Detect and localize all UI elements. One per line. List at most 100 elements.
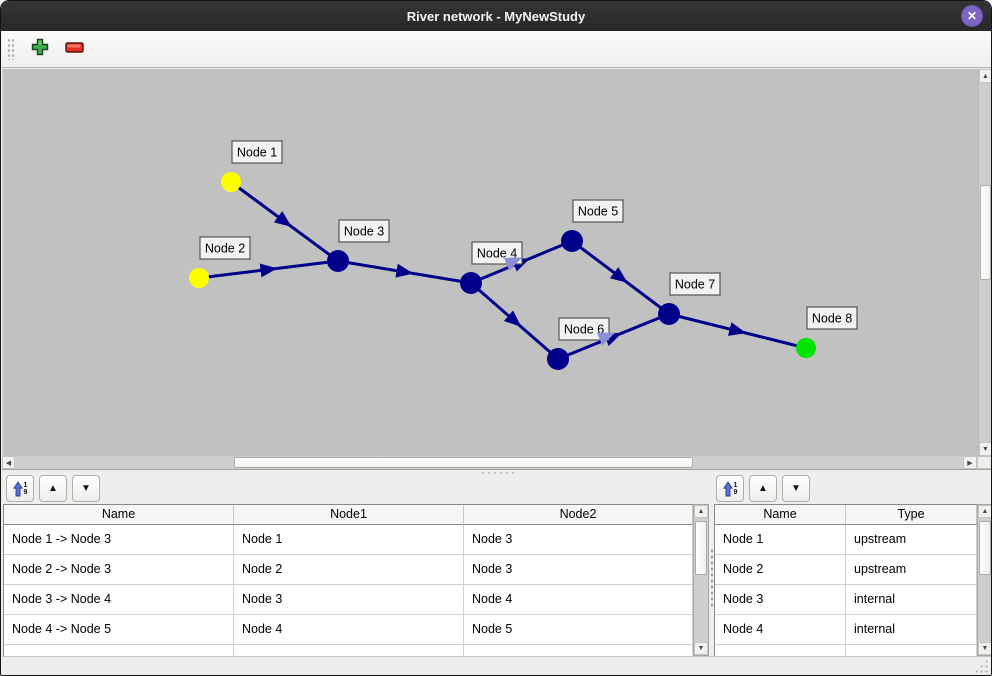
node-circle-node6[interactable] <box>547 348 569 370</box>
table-cell[interactable]: Node 1 <box>234 525 464 555</box>
node-circle-node1[interactable] <box>221 172 241 192</box>
table-cell[interactable]: Node 3 <box>715 585 846 615</box>
node-label-box-node8[interactable] <box>806 306 858 330</box>
canvas-horizontal-scrollbar[interactable]: ◀ ▶ <box>2 456 991 469</box>
node-label-box-node6[interactable] <box>558 317 610 341</box>
table-cell[interactable]: Node 3 <box>464 555 693 585</box>
table-cell[interactable]: Node 1 <box>715 525 846 555</box>
node-move-up-button[interactable]: ▲ <box>749 475 777 502</box>
column-header-name[interactable]: Name <box>715 505 846 525</box>
column-header-node1[interactable]: Node1 <box>234 505 464 525</box>
canvas-vscroll-thumb[interactable] <box>980 185 991 280</box>
canvas-hscroll-track[interactable] <box>15 456 963 469</box>
table-cell[interactable]: Node 2 -> Node 3 <box>4 555 234 585</box>
column-header-name[interactable]: Name <box>4 505 234 525</box>
node-label-box-node7[interactable] <box>669 272 721 296</box>
node-table-partial-row <box>715 645 977 656</box>
node-circle-node4[interactable] <box>460 272 482 294</box>
resize-grip[interactable] <box>974 659 988 673</box>
node-circle-node3[interactable] <box>327 250 349 272</box>
node-label-text: Node 8 <box>812 312 852 326</box>
column-header-node2[interactable]: Node2 <box>464 505 693 525</box>
edge-direction-arrow-icon <box>728 322 747 336</box>
node-move-down-button[interactable]: ▼ <box>782 475 810 502</box>
canvas-vertical-scrollbar[interactable]: ▲ ▼ <box>978 69 991 456</box>
table-cell[interactable]: Node 4 -> Node 5 <box>4 615 234 645</box>
node-table-scrollbar[interactable]: ▲ ▼ <box>977 504 991 656</box>
edge-direction-arrow-icon <box>609 267 628 283</box>
table-cell[interactable]: Node 5 <box>464 615 693 645</box>
close-button[interactable]: ✕ <box>961 5 983 27</box>
table-cell[interactable]: Node 4 <box>715 615 846 645</box>
scroll-down-arrow-icon[interactable]: ▼ <box>978 642 991 655</box>
down-triangle-icon: ▼ <box>791 483 801 494</box>
node-label-box-node5[interactable] <box>572 199 624 223</box>
splitter-handle-dots <box>480 471 514 475</box>
scroll-up-arrow-icon[interactable]: ▲ <box>978 505 991 518</box>
node-label-box-node1[interactable] <box>231 140 283 164</box>
title-bar: River network - MyNewStudy ✕ <box>1 1 991 31</box>
table-cell[interactable]: Node 1 -> Node 3 <box>4 525 234 555</box>
table-cell[interactable]: upstream <box>846 525 977 555</box>
canvas-hscroll-thumb[interactable] <box>234 457 693 468</box>
scroll-up-arrow-icon[interactable]: ▲ <box>979 69 991 83</box>
edge-direction-arrow-icon <box>273 211 292 227</box>
node-circle-node5[interactable] <box>561 230 583 252</box>
scroll-right-arrow-icon[interactable]: ▶ <box>963 456 977 469</box>
node-circle-node2[interactable] <box>189 268 209 288</box>
node-label-text: Node 6 <box>564 323 604 337</box>
table-cell[interactable]: Node 4 <box>464 585 693 615</box>
node-label-box-node2[interactable] <box>199 236 251 260</box>
branch-scroll-thumb[interactable] <box>695 521 707 575</box>
table-cell[interactable]: Node 3 <box>464 525 693 555</box>
add-node-button[interactable] <box>25 35 55 63</box>
table-cell[interactable]: Node 3 <box>234 585 464 615</box>
accent-arrow-icon <box>596 332 616 346</box>
node-label-text: Node 4 <box>477 247 517 261</box>
remove-node-button[interactable] <box>59 35 89 63</box>
node-circle-node8[interactable] <box>796 338 816 358</box>
node-label-box-node3[interactable] <box>338 219 390 243</box>
table-cell[interactable]: internal <box>846 615 977 645</box>
table-cell[interactable]: internal <box>846 585 977 615</box>
tables-splitter-handle[interactable] <box>710 548 714 608</box>
canvas-panel-splitter[interactable] <box>2 469 991 475</box>
toolbar-drag-handle[interactable] <box>7 38 15 60</box>
scroll-down-arrow-icon[interactable]: ▼ <box>694 642 708 655</box>
window-title: River network - MyNewStudy <box>406 8 586 24</box>
column-header-type[interactable]: Type <box>846 505 977 525</box>
table-cell[interactable]: Node 4 <box>234 615 464 645</box>
branch-move-up-button[interactable]: ▲ <box>39 475 67 502</box>
table-cell[interactable]: Node 3 -> Node 4 <box>4 585 234 615</box>
table-cell[interactable]: upstream <box>846 555 977 585</box>
branch-table-scrollbar[interactable]: ▲ ▼ <box>693 504 709 656</box>
node-scroll-thumb[interactable] <box>979 521 991 575</box>
table-cell[interactable]: Node 2 <box>715 555 846 585</box>
empty-cell <box>715 645 846 656</box>
edge-direction-arrow-icon <box>259 263 278 278</box>
node-circle-node7[interactable] <box>658 303 680 325</box>
table-cell[interactable]: Node 2 <box>234 555 464 585</box>
branch-move-down-button[interactable]: ▼ <box>72 475 100 502</box>
scroll-up-arrow-icon[interactable]: ▲ <box>694 505 708 518</box>
scroll-left-arrow-icon[interactable]: ◀ <box>2 456 15 469</box>
scroll-down-arrow-icon[interactable]: ▼ <box>979 442 991 456</box>
